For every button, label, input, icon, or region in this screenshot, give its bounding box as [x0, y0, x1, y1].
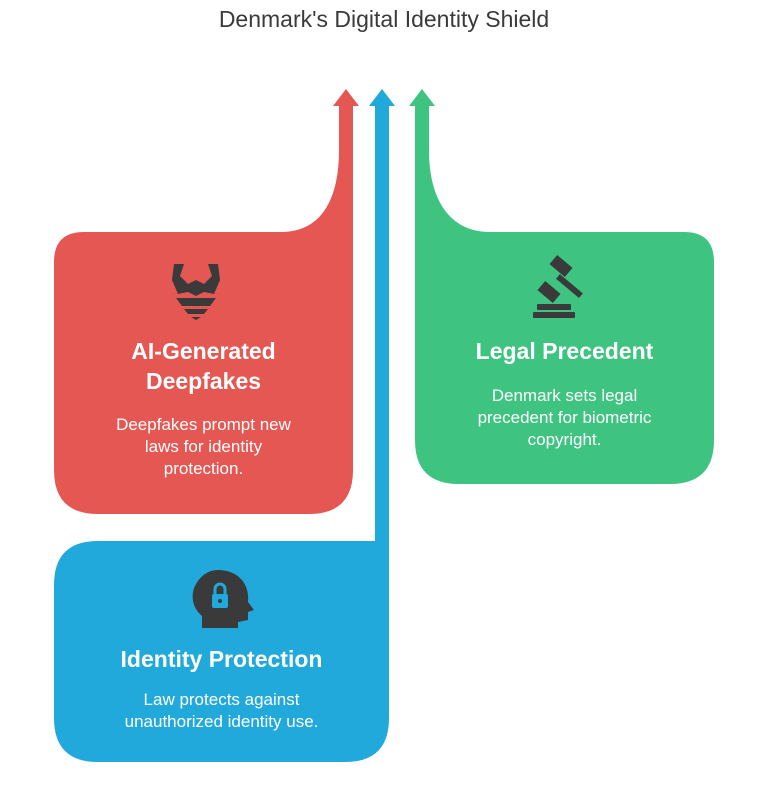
mask-face-icon [172, 264, 220, 320]
deepfakes-title-line-2: Deepfakes [145, 368, 262, 394]
protection-title: Identity Protection [54, 644, 389, 674]
diagram-title: Denmark's Digital Identity Shield [218, 6, 550, 32]
protection-desc-line-2: unauthorized identity use. [124, 712, 319, 731]
legal-desc-line-3: copyright. [527, 430, 602, 449]
protection-card-shape [54, 89, 395, 762]
protection-title-line-1: Identity Protection [120, 646, 323, 672]
legal-desc-line-1: Denmark sets legal [491, 386, 638, 405]
legal-title-line-1: Legal Precedent [475, 338, 654, 364]
deepfakes-desc-line-3: protection. [163, 459, 244, 478]
deepfakes-description: Deepfakes prompt new laws for identity p… [54, 414, 353, 480]
deepfakes-title-line-1: AI-Generated [131, 338, 276, 364]
gavel-icon [533, 254, 583, 318]
legal-desc-line-2: precedent for biometric [477, 408, 652, 427]
protection-description: Law protects against unauthorized identi… [54, 689, 389, 733]
protection-desc-line-1: Law protects against [143, 690, 300, 709]
legal-card-shape [409, 89, 714, 484]
deepfakes-desc-line-2: laws for identity [144, 437, 263, 456]
deepfakes-desc-line-1: Deepfakes prompt new [116, 415, 291, 434]
deepfakes-title: AI-Generated Deepfakes [54, 336, 353, 396]
head-lock-icon [192, 570, 254, 628]
legal-description: Denmark sets legal precedent for biometr… [415, 385, 714, 451]
legal-title: Legal Precedent [415, 336, 714, 366]
